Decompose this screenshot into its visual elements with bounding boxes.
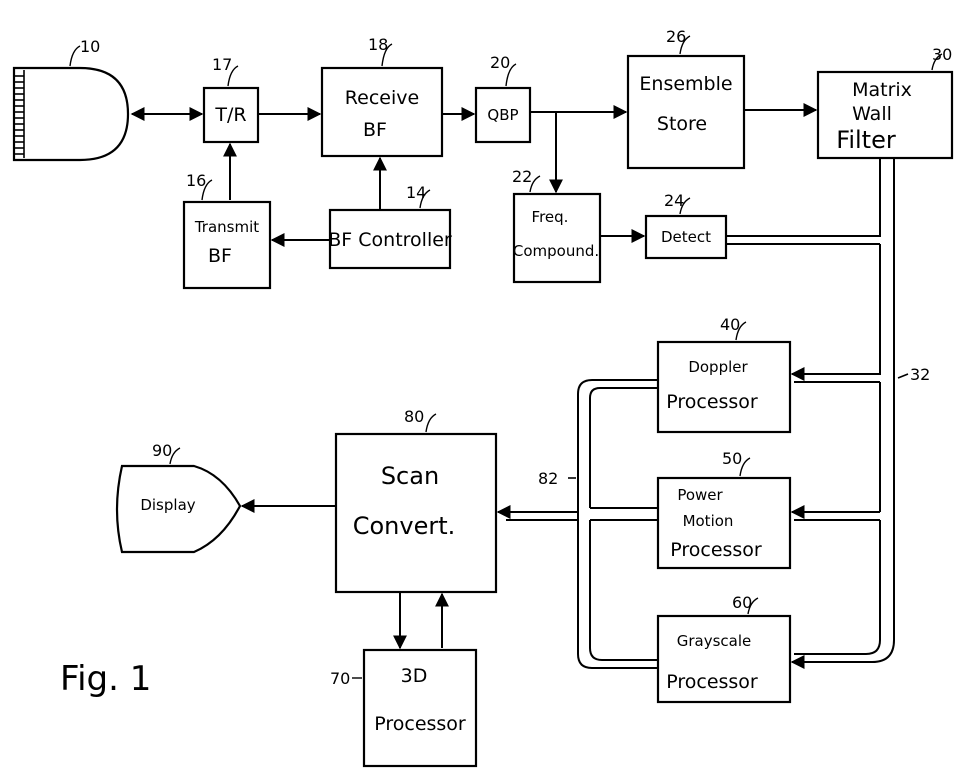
display-ref: 90 — [152, 441, 172, 460]
scan-convert-line1: Scan — [381, 462, 439, 490]
bus-82: 82 — [498, 380, 658, 668]
bf-controller-ref: 14 — [406, 183, 426, 202]
wall-filter-line2: Wall — [852, 103, 892, 125]
qbp-ref: 20 — [490, 53, 510, 72]
display-block: Display 90 — [117, 441, 240, 552]
freq-compound-line1: Freq. — [532, 208, 569, 226]
transmit-bf-line1: Transmit — [194, 218, 259, 236]
freq-compound-line2: Compound. — [513, 242, 599, 260]
power-motion-processor-block: Power Motion Processor 50 — [658, 449, 790, 568]
ensemble-store-ref: 26 — [666, 27, 686, 46]
doppler-line2: Processor — [666, 391, 758, 413]
detect-label: Detect — [661, 228, 711, 246]
wall-filter-ref: 30 — [932, 45, 952, 64]
transmit-bf-ref: 16 — [186, 171, 206, 190]
freq-compound-ref: 22 — [512, 167, 532, 186]
power-motion-line2: Motion — [683, 512, 734, 530]
qbp-label: QBP — [487, 106, 518, 124]
tr-ref: 17 — [212, 55, 232, 74]
probe-ref: 10 — [80, 37, 100, 56]
grayscale-line2: Processor — [666, 671, 758, 693]
processor-3d-ref: 70 — [330, 669, 350, 688]
doppler-line1: Doppler — [688, 358, 748, 376]
ensemble-store-line2: Store — [657, 113, 707, 135]
qbp-block: QBP 20 — [476, 53, 530, 142]
wall-filter-line3: Filter — [836, 126, 896, 154]
power-motion-ref: 50 — [722, 449, 742, 468]
ensemble-store-block: Ensemble Store 26 — [628, 27, 744, 168]
detect-block: Detect 24 — [646, 191, 726, 258]
receive-bf-line1: Receive — [345, 87, 419, 109]
grayscale-ref: 60 — [732, 593, 752, 612]
detect-ref: 24 — [664, 191, 684, 210]
grayscale-processor-block: Grayscale Processor 60 — [658, 593, 790, 702]
bf-controller-block: BF Controller 14 — [328, 183, 452, 268]
transducer-elements-icon — [14, 70, 24, 158]
doppler-ref: 40 — [720, 315, 740, 334]
receive-bf-block: Receive BF 18 — [322, 35, 442, 156]
power-motion-line3: Processor — [670, 539, 762, 561]
tr-switch-block: T/R 17 — [204, 55, 258, 142]
probe-transducer: 10 — [14, 37, 128, 160]
processor-3d-line1: 3D — [401, 665, 428, 687]
bf-controller-label: BF Controller — [328, 229, 452, 251]
display-label: Display — [140, 496, 195, 514]
scan-convert-ref: 80 — [404, 407, 424, 426]
grayscale-line1: Grayscale — [677, 632, 752, 650]
wall-filter-line1: Matrix — [852, 79, 912, 101]
transmit-bf-block: Transmit BF 16 — [184, 171, 270, 288]
scan-convert-line2: Convert. — [353, 512, 456, 540]
matrix-wall-filter-block: Matrix Wall Filter 30 — [818, 45, 952, 158]
scan-convert-block: Scan Convert. 80 — [336, 407, 496, 592]
transmit-bf-line2: BF — [208, 245, 232, 267]
bus-32-ref: 32 — [910, 365, 930, 384]
processor-3d-block: 3D Processor 70 — [330, 650, 476, 766]
processor-3d-line2: Processor — [374, 713, 466, 735]
receive-bf-line2: BF — [363, 119, 387, 141]
tr-label: T/R — [214, 104, 246, 126]
receive-bf-ref: 18 — [368, 35, 388, 54]
doppler-processor-block: Doppler Processor 40 — [658, 315, 790, 432]
figure-label: Fig. 1 — [60, 659, 151, 699]
power-motion-line1: Power — [677, 486, 723, 504]
ensemble-store-line1: Ensemble — [639, 73, 732, 95]
bus-82-ref: 82 — [538, 469, 558, 488]
